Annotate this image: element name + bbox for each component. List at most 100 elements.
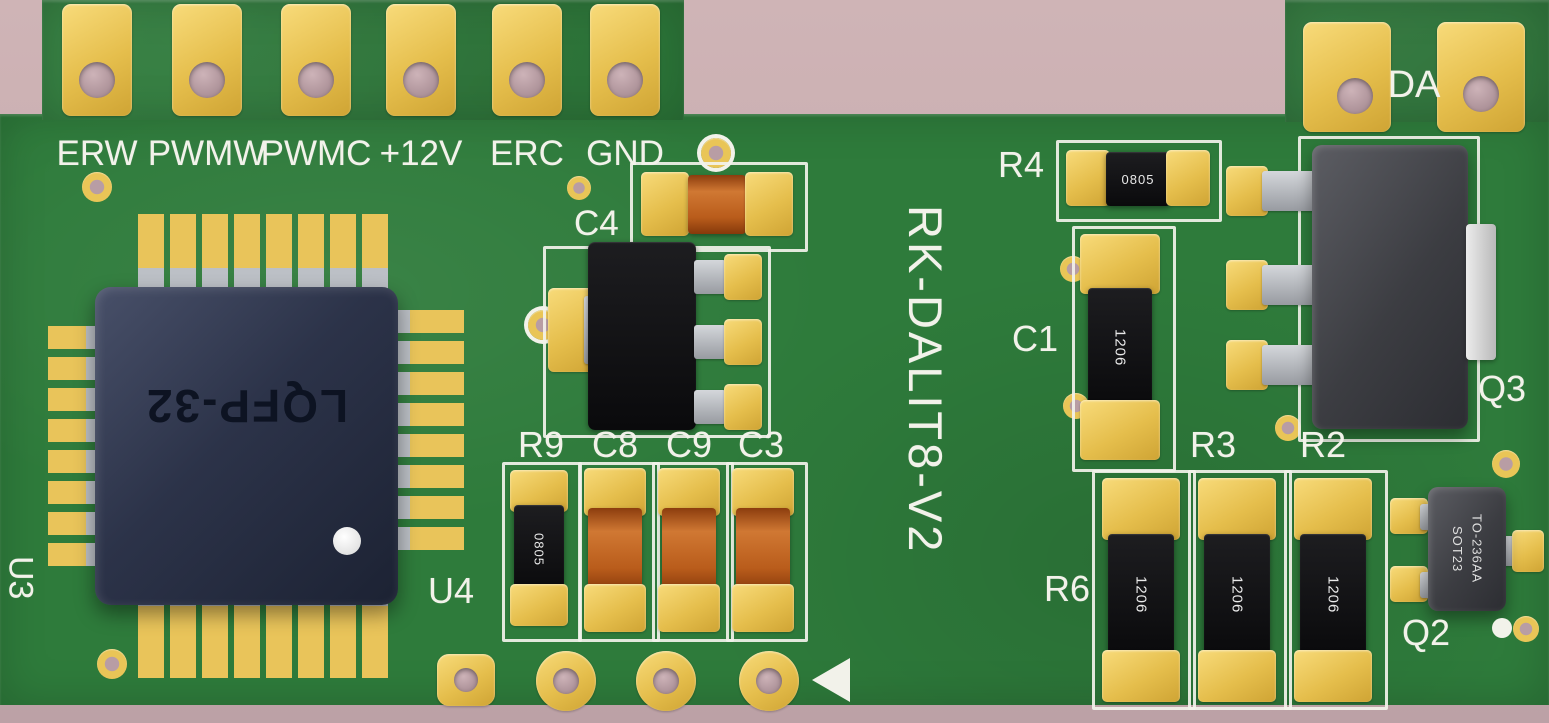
connector-pad-pwmc [281,4,351,116]
refdes-r3: R3 [1190,424,1237,465]
pad-hole [454,668,478,692]
r9-marking: 0805 [531,532,547,566]
silkscreen-outline-r6 [1092,470,1196,710]
silkscreen-outline-r3 [1188,470,1292,710]
pad-hole [1337,78,1373,114]
refdes-u4: U4 [428,570,475,611]
regulator-lead-2 [694,325,726,359]
pin-label-da: DA [1387,64,1441,106]
pad-hole [653,668,679,694]
q2-pad-3 [1512,530,1544,572]
q3-lead-3 [1262,345,1316,385]
resistor-r2-body: 1206 [1300,534,1366,656]
connector-pad-erc [492,4,562,116]
connector-pad-da-1 [1303,22,1391,132]
pcb-board-tab-top-left [42,0,684,120]
connector-pad-12v [386,4,456,116]
lqfp-pad-row-bottom [138,606,394,678]
refdes-r2: R2 [1300,424,1347,465]
pin1-marker-dot [333,527,361,555]
connector-pad-da-2 [1437,22,1525,132]
refdes-c3: C3 [738,424,785,465]
board-title-silkscreen: RK-DALIT8-V2 [899,205,952,555]
c8-pad-bottom [584,584,646,632]
via [97,649,127,679]
refdes-u3: U3 [1,556,40,600]
q2-marking-line2: TO-236AA [1469,514,1485,584]
regulator-lead-3 [694,390,726,424]
pin-label-pwmw: PWMW [147,134,267,173]
refdes-q2: Q2 [1402,612,1451,653]
capacitor-c4-body [688,175,746,234]
transistor-q2-body: SOT23 TO-236AA [1428,487,1506,611]
r2-pad-bottom [1294,650,1372,702]
r4-marking: 0805 [1121,171,1155,187]
pad-hole [189,62,225,98]
pad-hole [403,62,439,98]
resistor-r6-body: 1206 [1108,534,1174,656]
refdes-c1: C1 [1012,318,1059,359]
q2-marking-line1: SOT23 [1450,525,1465,573]
r9-pad-bottom [510,584,568,626]
pad-hole [553,668,579,694]
via [1513,616,1539,642]
r4-pad-left [1066,150,1110,206]
regulator-body [588,242,696,430]
r6-marking: 1206 [1132,576,1150,614]
silkscreen-outline-c8 [578,462,660,642]
c1-marking: 1206 [1111,329,1129,367]
bottom-pad-4 [739,651,799,711]
silkscreen-outline-c4 [630,162,808,252]
refdes-r4: R4 [998,144,1045,185]
bottom-pad-2 [536,651,596,711]
q2-marking: SOT23 TO-236AA [1448,514,1487,583]
pin-label-erc: ERC [490,134,564,173]
refdes-r6: R6 [1044,568,1091,609]
pin-label-pwmc: PWMC [260,134,372,173]
silkscreen-arrow-marker [812,658,850,702]
ic-u3-lqfp32: LQFP-32 [95,287,398,605]
connector-pad-gnd [590,4,660,116]
refdes-c4: C4 [574,204,619,243]
pin-label-12v: +12V [379,134,463,173]
r4-pad-right [1166,150,1210,206]
refdes-q3: Q3 [1478,368,1527,409]
pad-hole [607,62,643,98]
refdes-r9: R9 [518,424,565,465]
silkscreen-outline-r2 [1284,470,1388,710]
r3-pad-top [1198,478,1276,540]
silkscreen-outline-c9 [652,462,734,642]
q3-pad-1 [1226,166,1268,216]
regulator-pad-3 [724,384,762,430]
lqfp-pad-row-left [48,326,92,574]
c4-pad-right [745,172,793,236]
c9-pad-bottom [658,584,720,632]
refdes-c8: C8 [592,424,639,465]
r6-pad-bottom [1102,650,1180,702]
pad-hole [509,62,545,98]
q3-pad-2 [1226,260,1268,310]
silkscreen-outline-r4 [1056,140,1222,222]
pad-hole [79,62,115,98]
bottom-pad-3 [636,651,696,711]
capacitor-c3-body [736,508,790,592]
ic-u3-marking: LQFP-32 [144,380,349,432]
c4-pad-left [641,172,689,236]
capacitor-c1-body: 1206 [1088,288,1152,408]
capacitor-c8-body [588,508,642,592]
bottom-pad-1 [437,654,495,706]
pad-hole [756,668,782,694]
r2-pad-top [1294,478,1372,540]
pad-hole [298,62,334,98]
regulator-lead-1 [694,260,726,294]
resistor-r4-body: 0805 [1106,152,1170,206]
via [1492,450,1520,478]
pad-hole [1463,76,1499,112]
resistor-r3-body: 1206 [1204,534,1270,656]
regulator-pad-1 [724,254,762,300]
lqfp-pin-row-top [138,268,394,290]
q3-lead-2 [1262,265,1316,305]
transistor-q3-body [1312,145,1468,429]
lqfp-pad-row-right [410,310,464,558]
